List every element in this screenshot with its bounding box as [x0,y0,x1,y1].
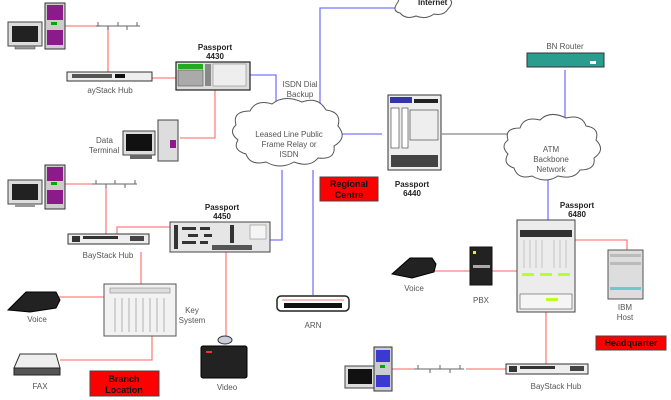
bn-router-label: BN Router [546,42,584,51]
passport-6480: Passport 6480 [516,201,595,313]
ibm-host-label-2: Host [617,313,634,322]
internet-label: Internet [418,0,448,7]
link-cloud-internet [319,7,395,117]
workstation-hq [344,346,393,392]
hub-top-label: ayStack Hub [87,86,133,95]
phone-icon [6,291,61,313]
atm-label-2: Backbone [533,155,569,164]
passport6440-label-1: Passport [395,180,430,189]
passport4430-label-1: Passport [198,43,233,52]
headquarter-tag: Headquarter [595,335,667,351]
data-terminal: Data Terminal [89,119,179,162]
workstation-mid [7,164,66,210]
hq-tag-text: Headquarter [604,338,658,348]
pbx-label: PBX [473,296,490,305]
wan-label-1: Leased Line Public [255,130,323,139]
passport4450-label-1: Passport [205,203,240,212]
hub-mid-label: BayStack Hub [83,251,134,260]
tower-icon [157,119,179,162]
baystack-hub-hq: BayStack Hub [505,363,589,391]
branch-tag-line1: Branch [108,374,139,384]
regional-centre-tag: Regional Centre [319,176,379,202]
branch-location-tag: Branch Location [89,370,160,397]
hub-hq-label: BayStack Hub [531,382,582,391]
wan-label-3: ISDN [279,150,298,159]
passport4450-label-2: 4450 [213,212,231,221]
regional-tag-line1: Regional [330,179,368,189]
voice-branch-label: Voice [27,315,47,324]
cloud-internet: Internet [394,0,452,19]
screen-icon [200,345,248,379]
key-system: Key System [103,283,206,337]
bus-hq [414,365,464,373]
passport-6440: Passport 6440 [387,94,442,198]
camera-icon [217,335,233,345]
video-label: Video [217,383,238,392]
fax-label: FAX [32,382,48,391]
atm-label-1: ATM [543,145,560,154]
passport6480-label-1: Passport [560,201,595,210]
atm-label-3: Network [536,165,566,174]
ibm-host-label-1: IBM [618,303,633,312]
voice-branch: Voice [6,291,61,324]
bn-router: BN Router [526,42,605,68]
voice-hq: Voice [390,257,437,293]
passport4430-label-2: 4430 [206,52,224,61]
link-passport6480-ibmhost [572,239,628,250]
baystack-hub-mid: BayStack Hub [67,233,150,260]
key-system-label-2: System [179,316,206,325]
workstation-top [7,2,66,50]
cloud-atm: ATM Backbone Network [503,114,601,181]
isdn-label-1: ISDN Dial [282,80,317,89]
bus-top [96,22,140,30]
phone-icon [390,257,437,279]
voice-hq-label: Voice [404,284,424,293]
link-fax-keysystem [60,335,153,361]
link-hub2-passport4450 [116,226,193,234]
cloud-wan: Leased Line Public Frame Relay or ISDN [232,98,343,167]
regional-tag-line2: Centre [335,190,364,200]
pbx: PBX [469,246,493,305]
passport6480-label-2: 6480 [568,210,586,219]
arn-label: ARN [305,321,322,330]
baystack-hub-top: ayStack Hub [66,71,153,95]
passport6440-label-2: 6440 [403,189,421,198]
arn: ARN [276,295,350,330]
fax: FAX [13,353,61,391]
wan-label-2: Frame Relay or [261,140,316,149]
passport-4450: Passport 4450 [169,203,271,253]
bus-mid [92,180,137,188]
video: Video [200,335,248,392]
link-passport4430-terminal [180,89,216,139]
data-terminal-label-2: Terminal [89,146,119,155]
isdn-label-2: Backup [287,90,314,99]
key-system-label-1: Key [185,306,199,315]
ibm-host: IBM Host [607,249,644,322]
branch-tag-line2: Location [105,385,143,395]
data-terminal-label-1: Data [96,136,113,145]
passport-4430: Passport 4430 [175,43,251,91]
